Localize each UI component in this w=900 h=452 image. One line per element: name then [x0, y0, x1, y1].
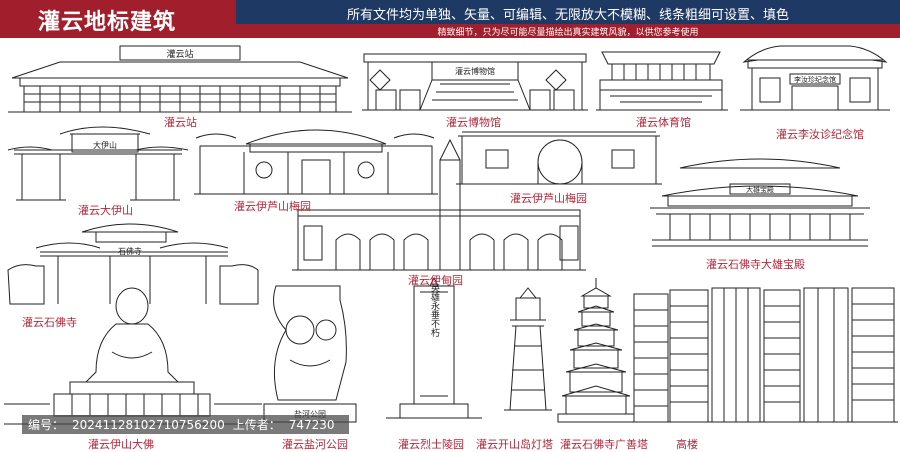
museum-sign: 灌云博物馆 [455, 66, 495, 76]
label-memorial: 灌云李汝诊纪念馆 [776, 128, 864, 141]
header-subtitle-2: 精致细节，只为尽可能尽量描绘出真实建筑风貌，以供您参考使用 [437, 28, 699, 38]
label-yiyuan: 灌云伊甸园 [408, 274, 463, 287]
dayishan-sign: 大伊山 [93, 140, 117, 150]
label-towers: 高楼 [676, 438, 698, 451]
station-sign: 灌云站 [166, 48, 193, 60]
watermark-uploader-label: 上传者： [232, 418, 281, 432]
station-drawing: 灌云站 [8, 45, 352, 113]
page-title: 灌云地标建筑 [38, 10, 177, 35]
yanhe-sign: 盐河公园 [294, 409, 326, 419]
label-dayishan: 灌云大伊山 [78, 204, 133, 217]
memorial-drawing: 李汝珍纪念馆 [740, 45, 890, 111]
label-station: 灌云站 [164, 116, 197, 129]
label-lieshi: 灌云烈士陵园 [398, 438, 464, 451]
towers-drawing [630, 287, 898, 423]
meiyuan1-drawing [194, 129, 438, 195]
watermark-uploader: 747230 [288, 418, 335, 432]
gym-drawing [596, 51, 728, 111]
label-lighthouse: 灌云开山岛灯塔 [476, 438, 553, 451]
label-museum: 灌云博物馆 [446, 116, 501, 129]
header-subtitle: 所有文件均为单独、矢量、可编辑、无限放大不模糊、线条粗细可设置、填色 [346, 8, 789, 23]
hall-drawing: 大雄宝殿 [650, 158, 870, 247]
dayishan-drawing: 大伊山 [7, 126, 189, 201]
header-red-bar [0, 0, 236, 38]
label-meiyuan-2: 灌云伊芦山梅园 [510, 192, 587, 205]
yanhe-drawing: 盐河公园 [263, 285, 357, 423]
watermark: 编号： 20241128102710756200 上传者： 747230 [22, 415, 349, 434]
label-shifosi: 灌云石佛寺 [22, 316, 77, 329]
museum-drawing: 灌云博物馆 [362, 53, 588, 111]
label-yanhe: 灌云盐河公园 [282, 438, 348, 451]
pagoda-drawing [557, 278, 635, 423]
lieshi-sign: 英雄永垂不朽 [429, 282, 440, 338]
shifosi-sign: 石佛寺 [118, 246, 142, 256]
watermark-id-label: 编号： [28, 418, 65, 432]
label-meiyuan-1: 灌云伊芦山梅园 [234, 200, 311, 213]
buddha-drawing [4, 287, 262, 425]
lieshi-drawing: 英雄永垂不朽 [386, 276, 482, 419]
lighthouse-drawing [504, 287, 552, 411]
header-red-strip [236, 24, 900, 38]
memorial-sign: 李汝珍纪念馆 [794, 75, 836, 84]
shifosi-gate-drawing: 石佛寺 [7, 223, 259, 305]
watermark-id: 20241128102710756200 [72, 418, 225, 432]
hall-sign: 大雄宝殿 [746, 185, 774, 194]
label-gym: 灌云体育馆 [636, 116, 691, 129]
label-hall: 灌云石佛寺大雄宝殿 [706, 258, 805, 271]
meiyuan2-drawing [456, 131, 662, 185]
header-navy-bar [236, 0, 900, 24]
yiyuan-drawing [292, 138, 586, 271]
label-buddha: 灌云伊山大佛 [88, 438, 154, 451]
label-pagoda: 灌云石佛寺广善塔 [560, 438, 648, 451]
